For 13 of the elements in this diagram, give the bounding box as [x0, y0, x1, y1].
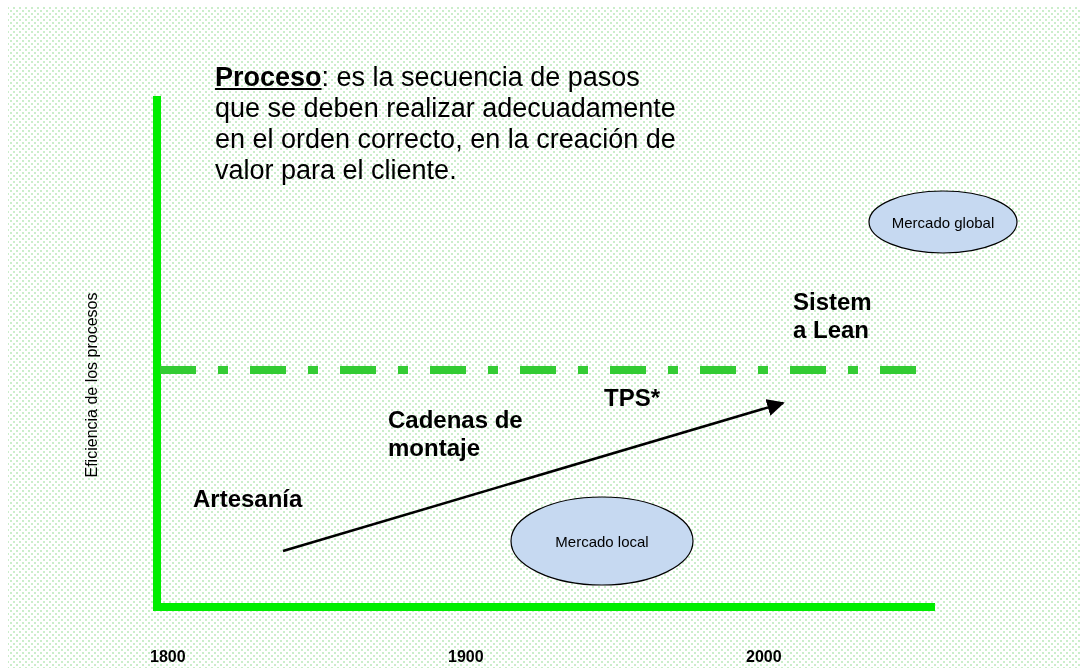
year-label: 1900: [448, 648, 484, 667]
node-text: Mercado local: [555, 532, 649, 550]
era-label: Artesanía: [193, 485, 303, 513]
year-label: 1800: [150, 648, 186, 667]
node-text: Mercado global: [891, 213, 995, 231]
definition-text: Proceso: es la secuencia de pasos que se deben realizar adecuadamente en el orden correcto, en la creación de valor para el cliente.: [215, 62, 677, 187]
year-label: 2000: [746, 648, 782, 667]
era-label: TPS*: [604, 384, 660, 412]
era-label: Cadenas de montaje: [388, 406, 524, 462]
ellipse-node: [510, 496, 694, 586]
axis-title: Eficiencia de los procesos: [82, 292, 101, 478]
era-label: Sistem a Lean: [793, 288, 873, 344]
ellipse-node: [868, 190, 1018, 254]
